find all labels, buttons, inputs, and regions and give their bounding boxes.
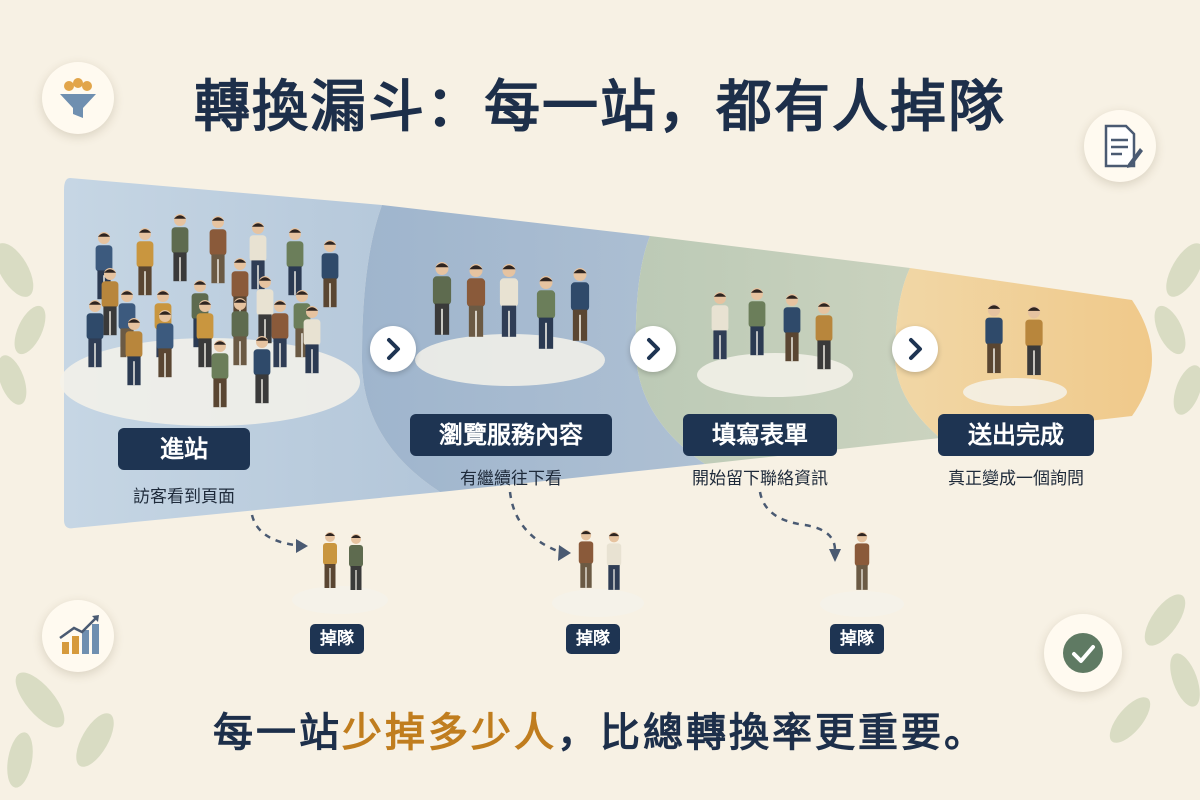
- person-figure: [499, 264, 519, 337]
- person-figure: [86, 300, 104, 368]
- person-figure: [711, 292, 729, 360]
- person-figure: [432, 262, 452, 335]
- person-figure: [271, 300, 289, 368]
- drop-arrow-3: [758, 491, 837, 551]
- page-title: 轉換漏斗：每一站，都有人掉隊: [194, 75, 1006, 140]
- chevron-right-icon: [630, 326, 676, 372]
- bottom-text-part1: 每一站: [213, 710, 342, 756]
- person-figure: [985, 304, 1003, 374]
- drop-arrows: [250, 491, 837, 554]
- stage-1-label: 進站: [118, 428, 250, 470]
- chevron-right-icon: [892, 326, 938, 372]
- leaf-decoration-left: [0, 243, 114, 788]
- drop-arrowheads: [296, 539, 841, 562]
- leaf-decoration-right: [1109, 243, 1200, 743]
- stage-2-label: 瀏覽服務內容: [410, 414, 612, 456]
- stage-3-description: 開始留下聯絡資訊: [692, 469, 828, 489]
- person-figure: [211, 340, 229, 408]
- person-figure: [606, 532, 622, 590]
- people-figures: [86, 214, 1043, 590]
- bottom-statement: 每一站少掉多少人，比總轉換率更重要。: [0, 700, 1200, 758]
- person-figure: [303, 306, 321, 374]
- person-figure: [466, 264, 486, 337]
- funnel-people-icon: [42, 62, 114, 134]
- bottom-text-part2: ，比總轉換率更重要。: [557, 710, 987, 756]
- person-figure: [578, 530, 594, 588]
- drop-label-1: 掉隊: [310, 624, 364, 654]
- person-figure: [349, 534, 363, 590]
- form-document-icon: [1084, 110, 1156, 182]
- stage-2-description: 有繼續往下看: [460, 469, 562, 489]
- person-figure: [256, 276, 274, 344]
- person-figure: [286, 228, 304, 296]
- person-figure: [570, 268, 590, 341]
- stage-4-description: 真正變成一個詢問: [948, 469, 1084, 489]
- drop-arrow-1: [250, 514, 296, 547]
- drop-label-2: 掉隊: [566, 624, 620, 654]
- person-figure: [101, 268, 119, 336]
- person-figure: [1025, 306, 1043, 376]
- person-figure: [748, 288, 766, 356]
- person-figure: [136, 228, 154, 296]
- growth-chart-icon: [42, 600, 114, 672]
- drop-arrow-2: [508, 491, 561, 554]
- checkmark-icon: [1044, 614, 1122, 692]
- person-figure: [253, 336, 271, 404]
- funnel-stage-4: [895, 268, 1152, 438]
- person-figure: [231, 298, 249, 366]
- person-figure: [209, 216, 227, 284]
- stage-1-description: 訪客看到頁面: [133, 487, 235, 507]
- stage-4-label: 送出完成: [938, 414, 1094, 456]
- person-figure: [854, 532, 870, 590]
- person-figure: [321, 240, 339, 308]
- person-figure: [125, 318, 143, 386]
- person-figure: [815, 302, 833, 370]
- drop-label-3: 掉隊: [830, 624, 884, 654]
- person-figure: [196, 300, 214, 368]
- stage-3-label: 填寫表單: [683, 414, 837, 456]
- bottom-text-highlight: 少掉多少人: [342, 710, 557, 756]
- person-figure: [783, 294, 801, 362]
- person-figure: [323, 532, 337, 588]
- person-figure: [156, 310, 174, 378]
- person-figure: [536, 276, 556, 349]
- chevron-right-icon: [370, 326, 416, 372]
- person-figure: [171, 214, 189, 282]
